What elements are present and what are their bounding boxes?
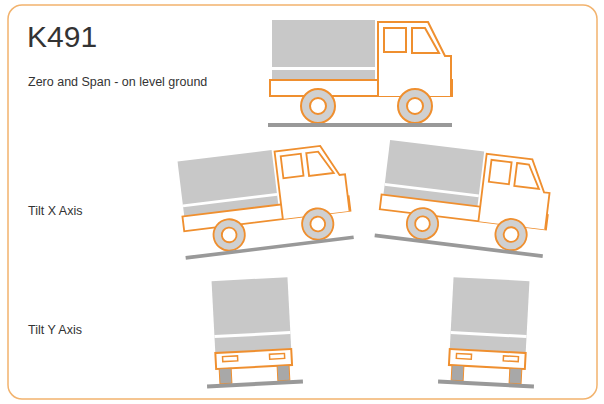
row-label: Tilt X Axis <box>28 204 82 218</box>
truck-level <box>268 20 452 127</box>
row-label: Tilt Y Axis <box>28 323 82 337</box>
truck-tilt-x-left <box>174 141 354 259</box>
row-label-box: Zero and Span - on level ground <box>28 75 207 89</box>
truck-tilt-x-right <box>374 140 554 258</box>
row-label-box: Tilt X Axis <box>28 204 82 218</box>
truck-tilt-y-right <box>438 277 539 389</box>
frame <box>8 5 597 399</box>
truck-tilt-y-left <box>202 277 303 389</box>
title: K491 <box>27 20 97 53</box>
title-box: K491 <box>27 20 97 54</box>
row-label: Zero and Span - on level ground <box>28 75 207 89</box>
row-label-box: Tilt Y Axis <box>28 323 82 337</box>
